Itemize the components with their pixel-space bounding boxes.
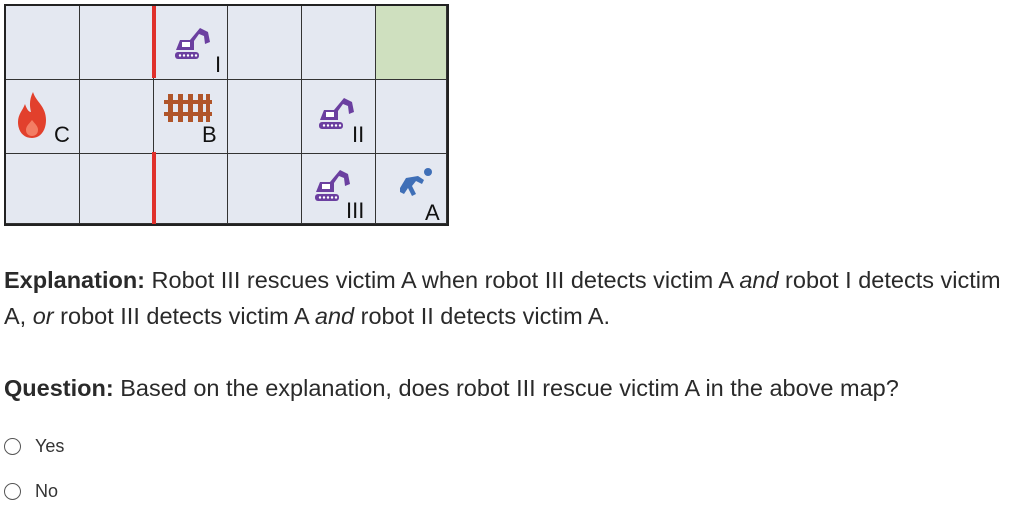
explanation-part: robot I detects victim A, bbox=[4, 267, 1001, 329]
map-cell bbox=[80, 6, 154, 80]
option-yes[interactable]: Yes bbox=[4, 436, 64, 457]
wall-segment bbox=[152, 152, 156, 224]
explanation-heading: Explanation: bbox=[4, 267, 146, 293]
grid-map: I C B II III A bbox=[4, 4, 449, 226]
explanation-part: robot II detects victim A. bbox=[354, 303, 611, 329]
robot-icon bbox=[319, 98, 354, 129]
map-cell bbox=[302, 6, 376, 80]
map-cell bbox=[228, 80, 302, 154]
robot-label: II bbox=[352, 122, 365, 147]
question-text: Question: Based on the explanation, does… bbox=[4, 370, 1024, 406]
fire-icon bbox=[18, 92, 46, 138]
victim-label: A bbox=[425, 200, 440, 225]
robot-label: I bbox=[215, 52, 222, 77]
map-cell bbox=[6, 154, 80, 224]
wall-segment bbox=[152, 6, 156, 78]
map-cell bbox=[228, 154, 302, 224]
victim-icon bbox=[400, 168, 432, 196]
map-cell bbox=[302, 154, 376, 224]
radio-button[interactable] bbox=[4, 483, 21, 500]
option-no[interactable]: No bbox=[4, 481, 58, 502]
robot-label: III bbox=[346, 198, 365, 223]
map-cell bbox=[80, 80, 154, 154]
robot-icon bbox=[175, 28, 210, 59]
option-label: Yes bbox=[35, 436, 65, 456]
fire-label: C bbox=[54, 122, 70, 147]
option-label: No bbox=[35, 481, 59, 501]
fence-icon bbox=[164, 94, 212, 122]
map-cell bbox=[302, 80, 376, 154]
explanation-part: Robot III rescues victim A when robot II… bbox=[145, 267, 740, 293]
goal-cell bbox=[376, 6, 447, 80]
radio-button[interactable] bbox=[4, 438, 21, 455]
explanation-text: Explanation: Robot III rescues victim A … bbox=[4, 262, 1024, 334]
emphasis-and: and bbox=[314, 303, 355, 329]
barrier-label: B bbox=[202, 122, 217, 147]
explanation-part: robot III detects victim A bbox=[53, 303, 315, 329]
question-body: Based on the explanation, does robot III… bbox=[113, 375, 899, 401]
map-cell bbox=[154, 154, 228, 224]
map-cell bbox=[80, 154, 154, 224]
map-cell bbox=[6, 6, 80, 80]
robot-icon bbox=[315, 170, 350, 201]
emphasis-or: or bbox=[32, 303, 54, 329]
question-heading: Question: bbox=[4, 375, 114, 401]
map-cell bbox=[228, 6, 302, 80]
map-cell bbox=[376, 80, 447, 154]
emphasis-and: and bbox=[739, 267, 779, 293]
